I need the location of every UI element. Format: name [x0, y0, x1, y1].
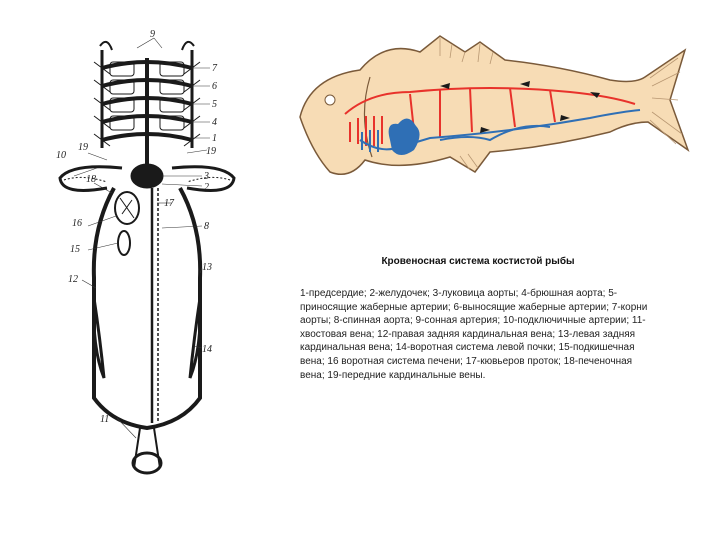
label-1: 1 [212, 133, 217, 144]
label-12: 12 [68, 274, 78, 285]
fish-heart [388, 118, 420, 155]
arteries [344, 87, 636, 146]
carotid-artery [99, 40, 195, 51]
label-9: 9 [150, 29, 155, 40]
label-11: 11 [100, 414, 109, 425]
label-7: 7 [212, 63, 218, 74]
label-16: 16 [72, 218, 82, 229]
schematic-number-labels: 9 7 6 5 4 1 10 19 19 3 2 18 17 8 16 15 1… [56, 29, 218, 425]
label-3: 3 [203, 171, 209, 182]
caudal-loop [131, 451, 163, 475]
label-19-left: 19 [78, 142, 88, 153]
heart-ventricle [130, 163, 164, 189]
caption-legend: 1-предсердие; 2-желудочек; 3-луковица ао… [300, 288, 648, 381]
flow-arrows [440, 81, 600, 133]
kidney-portal-left [92, 297, 106, 379]
posterior-cardinal-veins [91, 187, 203, 431]
label-8: 8 [204, 221, 209, 232]
subclavian-loop-left [58, 165, 123, 192]
fish-eye [324, 94, 336, 106]
fish-circulation-illustration [299, 35, 690, 175]
label-15: 15 [70, 244, 80, 255]
subclavian-loop-right [171, 165, 236, 192]
label-18: 18 [86, 174, 96, 185]
label-4: 4 [212, 117, 217, 128]
label-6: 6 [212, 81, 217, 92]
subintestinal-vein [117, 230, 131, 256]
label-17: 17 [164, 198, 175, 209]
liver-portal-system [114, 191, 140, 225]
fin-rays [439, 38, 683, 171]
caption-title: Кровеносная система костистой рыбы [381, 256, 575, 267]
label-19-right: 19 [206, 146, 216, 157]
label-5: 5 [212, 99, 217, 110]
kidney-portal-right [188, 297, 202, 379]
label-13: 13 [202, 262, 212, 273]
veins [359, 109, 641, 152]
label-2: 2 [204, 182, 209, 193]
label-14: 14 [202, 344, 212, 355]
circulatory-schematic: 9 7 6 5 4 1 10 19 19 3 2 18 17 8 16 15 1… [56, 29, 236, 475]
label-10: 10 [56, 150, 66, 161]
caudal-vein [133, 427, 161, 469]
